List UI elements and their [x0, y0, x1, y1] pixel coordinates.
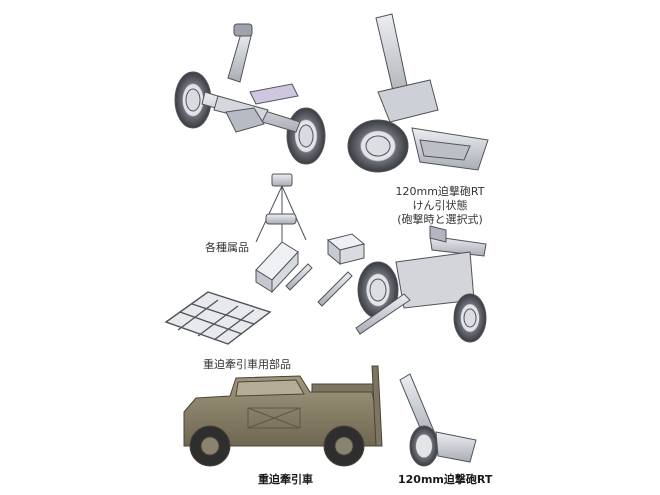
towing-parts-frame — [164, 291, 272, 345]
mortar-shells — [285, 263, 353, 307]
caption-mortar-rt-bottom: 120mm迫撃砲RT — [398, 473, 493, 486]
mortar-tube — [227, 29, 253, 83]
caption-tow-vehicle: 重迫牽引車 — [258, 473, 313, 486]
caption-towing-parts: 重迫牽引車用部品 — [203, 358, 291, 371]
caption-mortar-rt-towed: けん引状態 — [412, 199, 468, 212]
caption-accessories: 各種属品 — [205, 241, 249, 254]
mortar-firing-view — [347, 13, 489, 173]
accessory-crate — [255, 241, 299, 294]
mortar-firing-small — [399, 373, 477, 467]
accessory-box-small — [326, 233, 366, 266]
mortar-carriage-view-1 — [174, 23, 326, 165]
tow-vehicle — [183, 365, 383, 467]
mortar-towed-view — [355, 225, 487, 343]
caption-mortar-rt-option: (砲撃時と選択式) — [397, 213, 483, 226]
sight-bipod — [255, 173, 307, 244]
mortar-tube-3 — [355, 293, 411, 335]
caption-mortar-rt-title: 120mm迫撃砲RT — [395, 185, 485, 198]
